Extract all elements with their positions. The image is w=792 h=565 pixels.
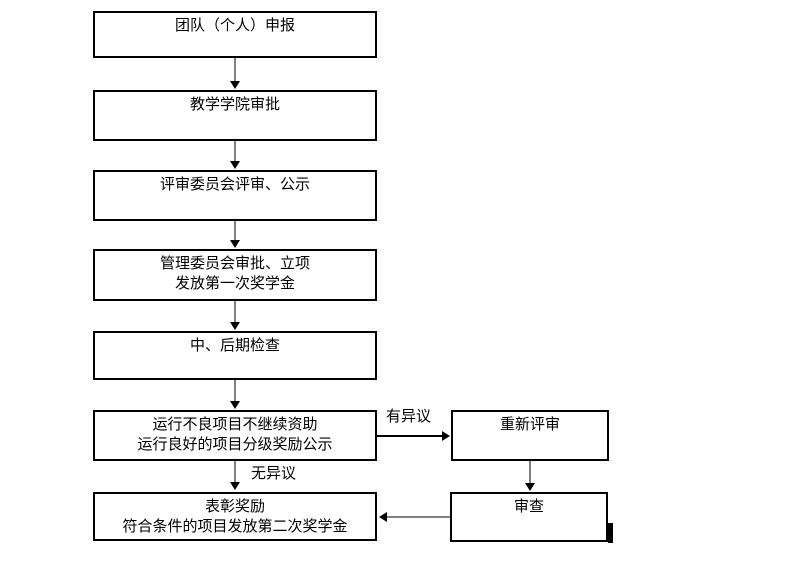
node-management-committee-label-line2: 发放第一次奖学金 [174, 275, 295, 292]
node-re-review: 重新评审 [451, 410, 609, 461]
node-examination-label: 审查 [513, 498, 544, 515]
node-college-approval: 教学学院审批 [93, 90, 377, 141]
arrowhead-down-icon [230, 401, 240, 409]
arrowhead-down-icon [525, 483, 535, 491]
connector-line [234, 221, 236, 242]
connector-line [385, 516, 450, 518]
arrow-inspection-to-result [230, 380, 240, 409]
node-review-committee: 评审委员会评审、公示 [93, 170, 377, 221]
edge-label-no-objection: 无异议 [251, 465, 297, 482]
connector-line [234, 461, 236, 484]
arrow-college-to-review [230, 141, 240, 169]
black-mark [608, 523, 613, 543]
node-commendation: 表彰奖励 符合条件的项目发放第二次奖学金 [93, 492, 377, 541]
arrow-result-to-commendation [230, 461, 240, 490]
node-college-approval-label: 教学学院审批 [189, 96, 280, 113]
node-commendation-label-line2: 符合条件的项目发放第二次奖学金 [122, 518, 348, 535]
node-commendation-label-line1: 表彰奖励 [204, 498, 265, 515]
connector-line [234, 141, 236, 163]
edge-label-objection: 有异议 [386, 408, 432, 425]
connector-line [234, 58, 236, 83]
arrowhead-down-icon [230, 161, 240, 169]
node-team-application: 团队（个人）申报 [93, 11, 377, 58]
arrowhead-right-icon [442, 431, 450, 441]
node-operation-result-label-line2: 运行良好的项目分级奖励公示 [137, 436, 333, 453]
node-team-application-label: 团队（个人）申报 [174, 17, 295, 34]
node-management-committee-label-line1: 管理委员会审批、立项 [159, 255, 310, 272]
arrow-review-to-management [230, 221, 240, 248]
arrowhead-down-icon [230, 81, 240, 89]
arrow-re-review-to-examination [525, 461, 535, 491]
connector-line [529, 461, 531, 485]
arrowhead-down-icon [230, 482, 240, 490]
connector-line [234, 380, 236, 403]
node-operation-result: 运行不良项目不继续资助 运行良好的项目分级奖励公示 [93, 410, 377, 461]
connector-line [234, 301, 236, 324]
arrow-examination-to-commendation [379, 512, 450, 522]
arrowhead-down-icon [230, 240, 240, 248]
node-operation-result-label-line1: 运行不良项目不继续资助 [152, 416, 318, 433]
node-re-review-label: 重新评审 [499, 416, 560, 433]
node-examination: 审查 [450, 492, 608, 542]
connector-line [377, 435, 444, 437]
node-review-committee-label: 评审委员会评审、公示 [159, 176, 310, 193]
node-mid-late-inspection-label: 中、后期检查 [189, 337, 280, 354]
node-management-committee: 管理委员会审批、立项 发放第一次奖学金 [93, 249, 377, 301]
arrow-result-to-re-review [377, 431, 450, 441]
arrowhead-down-icon [230, 322, 240, 330]
node-mid-late-inspection: 中、后期检查 [93, 331, 377, 380]
arrowhead-left-icon [379, 512, 387, 522]
arrow-team-to-college [230, 58, 240, 89]
arrow-management-to-inspection [230, 301, 240, 330]
